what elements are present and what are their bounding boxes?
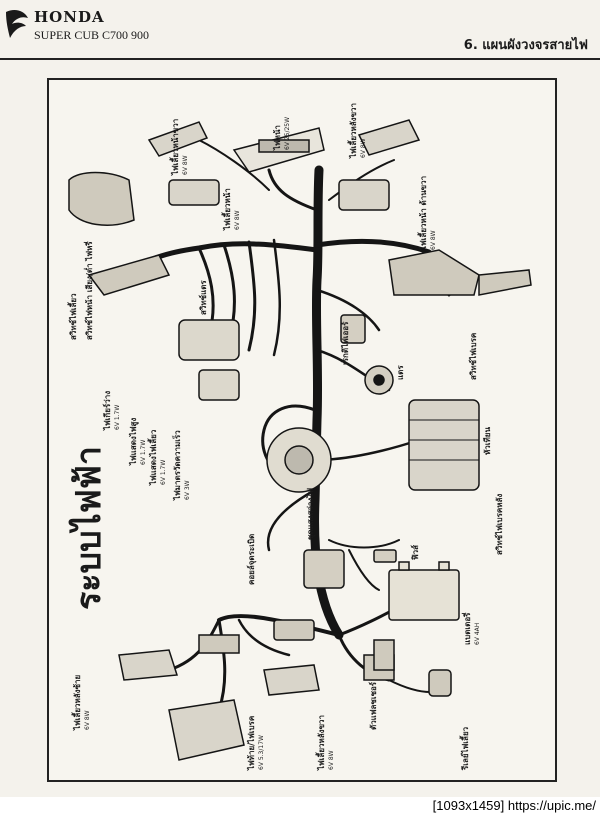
label-switch-horn: สวิทช์แตร [199,280,208,315]
engine-block [408,399,480,491]
label-switch-rear-brake: สวิทช์ไฟเบรคหลัง [495,493,504,555]
label-cdi: คอยล์จุดระเบิด [247,533,256,585]
battery-unit [388,561,460,621]
image-footer: [1093x1459] https://upic.me/ [0,797,600,817]
meter-cluster [178,319,240,401]
label-switch-brake: สวิทช์ไฟเบรค [469,332,478,380]
rear-turn-signals [118,649,320,696]
front-turn-signals [147,119,421,211]
label-spark-plug: หัวเทียน [483,427,492,455]
header-divider [0,58,600,60]
rectifier-unit [340,314,366,344]
label-relay: รีเลย์ไฟเลี้ยว [461,726,470,770]
diagram-title: ระบบไฟฟ้า [69,445,109,610]
diagram-title-vertical: ระบบไฟฟ้า [61,445,211,610]
brand-name: HONDA [34,8,105,26]
model-name: SUPER CUB C700 900 [34,28,150,42]
headlight-unit [232,127,325,173]
section-title: 6. แผนผังวงจรสายไฟ [463,38,588,53]
tail-light [168,699,245,761]
flasher-relay [373,639,452,697]
alternator-unit [266,427,332,493]
fuse-unit [373,549,397,563]
ignition-coil [303,549,345,589]
label-switch-turn: สวิทช์ไฟเลี้ยว [69,293,78,340]
image-info: [1093x1459] https://upic.me/ [432,798,596,813]
label-battery: แบตเตอรี่6V 4AH [463,612,481,645]
label-alternator: ชุดแสงสว่างไฟ [306,487,315,540]
page-header: HONDA SUPER CUB C700 900 6. แผนผังวงจรสา… [0,0,600,62]
wiring-diagram [68,119,532,761]
label-flasher: ตัวแฟลชเชอร์ [369,681,378,730]
label-switch-light: สวิทช์ไฟหน้า เสียง/ต่ำ ไฟหรี่ [85,241,94,340]
label-fuse: ฟิวส์ [411,544,420,560]
horn-unit [364,365,394,395]
handlebar-switches [68,171,532,296]
harness-upper-right [314,238,432,255]
honda-wing-logo [6,10,28,38]
label-rectifier: เร็กติไฟเออร์ [341,321,350,365]
label-horn: แตร [396,365,405,380]
